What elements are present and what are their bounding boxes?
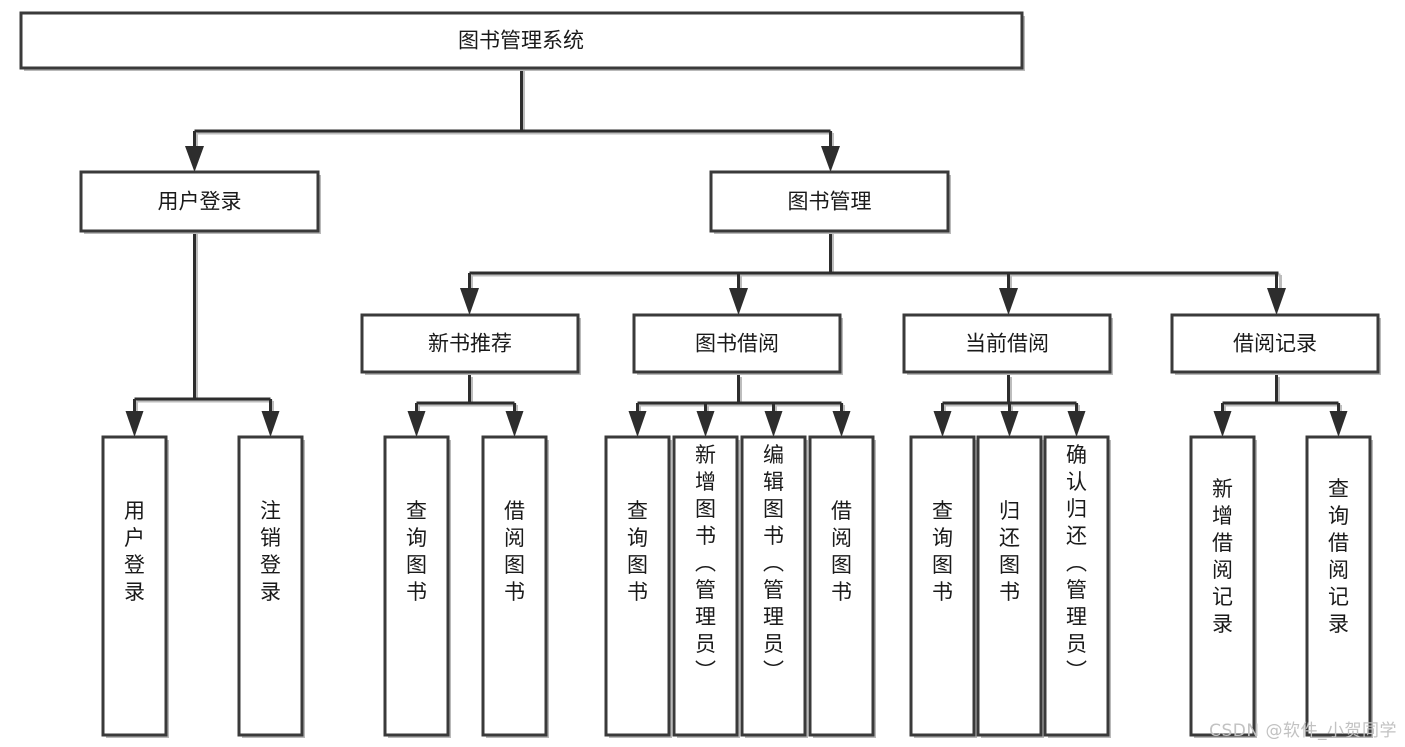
arrow-to-leaf-edit-book [764,411,783,437]
arrow-to-book-borrow [729,288,748,315]
arrow-to-leaf-add-book [696,411,715,437]
node-leaf-query-book-2[interactable]: 查询图书 [604,435,672,738]
connector-bookborrow-to-leaves [628,375,851,437]
arrow-to-leaf-query-record [1329,411,1348,437]
arrow-to-leaf-borrow-book-1 [505,411,524,437]
node-leaf-add-book[interactable]: 新增图书︵管理员︶ [672,435,740,738]
node-borrow-record-label: 借阅记录 [1233,332,1317,356]
arrow-to-leaf-query-book-1 [407,411,426,437]
node-leaf-confirm-return-label: 确认归还︵管理员︶ [1066,443,1087,683]
node-book-borrow[interactable]: 图书借阅 [632,313,843,375]
node-leaf-query-book-2-label: 查询图书 [627,499,648,604]
arrow-to-leaf-query-book-2 [628,411,647,437]
node-leaf-add-record-label: 新增借阅记录 [1212,477,1233,636]
arrow-to-leaf-user-logout [261,411,280,437]
node-root[interactable]: 图书管理系统 [19,11,1025,71]
node-book-manage-label: 图书管理 [788,190,872,214]
arrow-to-leaf-add-record [1213,411,1232,437]
arrow-to-leaf-confirm-return [1067,411,1086,437]
node-leaf-edit-book-label: 编辑图书︵管理员︶ [763,443,784,683]
node-leaf-query-record-label: 查询借阅记录 [1328,477,1349,636]
node-root-label: 图书管理系统 [458,29,584,53]
node-new-book-recommend-label: 新书推荐 [428,332,512,356]
arrow-to-user-login [185,146,204,172]
node-user-login[interactable]: 用户登录 [79,170,321,234]
node-leaf-query-record[interactable]: 查询借阅记录 [1305,435,1373,738]
node-leaf-user-logout[interactable]: 注销登录 [237,435,305,738]
node-leaf-user-logout-label: 注销登录 [260,499,281,604]
node-leaf-user-login-label: 用户登录 [124,499,145,604]
node-user-login-label: 用户登录 [158,190,242,214]
arrow-to-book-manage [821,146,840,172]
arrow-to-leaf-return-book [1000,411,1019,437]
arrow-to-leaf-user-login [125,411,144,437]
node-leaf-edit-book[interactable]: 编辑图书︵管理员︶ [740,435,808,738]
node-book-manage[interactable]: 图书管理 [709,170,951,234]
node-current-borrow[interactable]: 当前借阅 [902,313,1113,375]
arrow-to-new-book-recommend [460,288,479,315]
node-borrow-record[interactable]: 借阅记录 [1170,313,1381,375]
node-leaf-borrow-book-1[interactable]: 借阅图书 [481,435,549,738]
node-current-borrow-label: 当前借阅 [965,332,1049,356]
arrow-to-current-borrow [999,288,1018,315]
node-leaf-query-book-3-label: 查询图书 [932,499,953,604]
node-leaf-return-book[interactable]: 归还图书 [976,435,1044,738]
connector-userlogin-to-leaves [125,232,280,437]
node-leaf-borrow-book-2-label: 借阅图书 [831,499,852,604]
connector-newbook-to-leaves [407,375,524,437]
node-leaf-confirm-return[interactable]: 确认归还︵管理员︶ [1043,435,1111,738]
connector-currentborrow-to-leaves [933,375,1086,437]
arrow-to-leaf-borrow-book-2 [832,411,851,437]
node-book-borrow-label: 图书借阅 [695,332,779,356]
node-leaf-query-book-1-label: 查询图书 [406,499,427,604]
connector-borrowrecord-to-leaves [1213,375,1348,437]
arrow-to-leaf-query-book-3 [933,411,952,437]
connector-root-to-level2 [185,69,840,172]
node-leaf-add-book-label: 新增图书︵管理员︶ [695,443,716,683]
node-leaf-return-book-label: 归还图书 [999,499,1020,604]
arrow-to-borrow-record [1267,288,1286,315]
node-leaf-borrow-book-1-label: 借阅图书 [504,499,525,604]
node-leaf-borrow-book-2[interactable]: 借阅图书 [808,435,876,738]
connector-bookmanage-to-level3 [460,232,1286,315]
node-leaf-query-book-3[interactable]: 查询图书 [909,435,977,738]
node-leaf-add-record[interactable]: 新增借阅记录 [1189,435,1257,738]
node-leaf-query-book-1[interactable]: 查询图书 [383,435,451,738]
node-new-book-recommend[interactable]: 新书推荐 [360,313,581,375]
node-leaf-user-login[interactable]: 用户登录 [101,435,169,738]
